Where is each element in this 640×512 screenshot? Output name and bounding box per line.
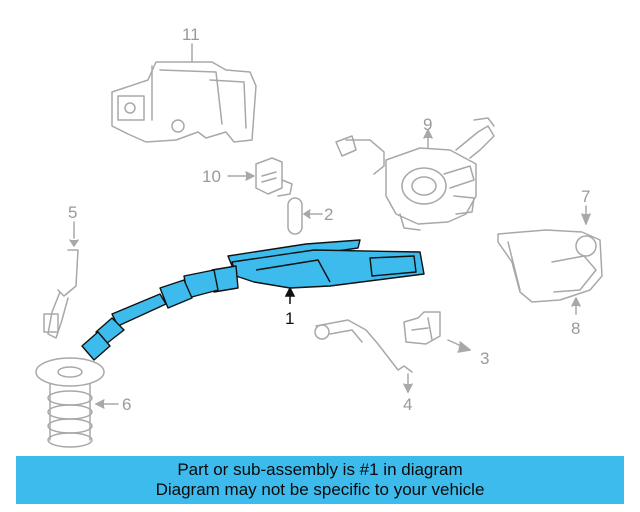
callout-11: 11 — [182, 25, 200, 44]
parts-diagram — [35, 43, 603, 448]
part-10-sensor[interactable] — [227, 157, 293, 197]
callout-8: 8 — [571, 319, 581, 338]
callout-10: 10 — [202, 167, 221, 186]
callout-9: 9 — [423, 115, 433, 134]
banner-line-2: Diagram may not be specific to your vehi… — [155, 480, 485, 499]
callout-2: 2 — [324, 205, 334, 224]
callout-4: 4 — [403, 395, 413, 414]
callout-7: 7 — [581, 187, 591, 206]
part-2-plug[interactable] — [287, 197, 323, 235]
part-11-bracket[interactable] — [111, 43, 257, 143]
part-7-8-shroud[interactable] — [497, 205, 603, 315]
part-6-boot[interactable] — [35, 357, 119, 448]
callout-3: 3 — [480, 349, 490, 368]
part-4-lever[interactable] — [314, 319, 413, 393]
callout-5: 5 — [68, 203, 78, 222]
info-banner: Part or sub-assembly is #1 in diagram Di… — [16, 456, 624, 504]
part-9-multifunction-switch[interactable] — [335, 117, 495, 231]
part-5-shaft[interactable] — [43, 221, 79, 339]
part-1-steering-column[interactable] — [81, 239, 425, 361]
callout-6: 6 — [122, 395, 132, 414]
callout-1: 1 — [285, 309, 295, 328]
banner-line-1: Part or sub-assembly is #1 in diagram — [177, 460, 463, 479]
part-3-bracket[interactable] — [403, 311, 471, 353]
